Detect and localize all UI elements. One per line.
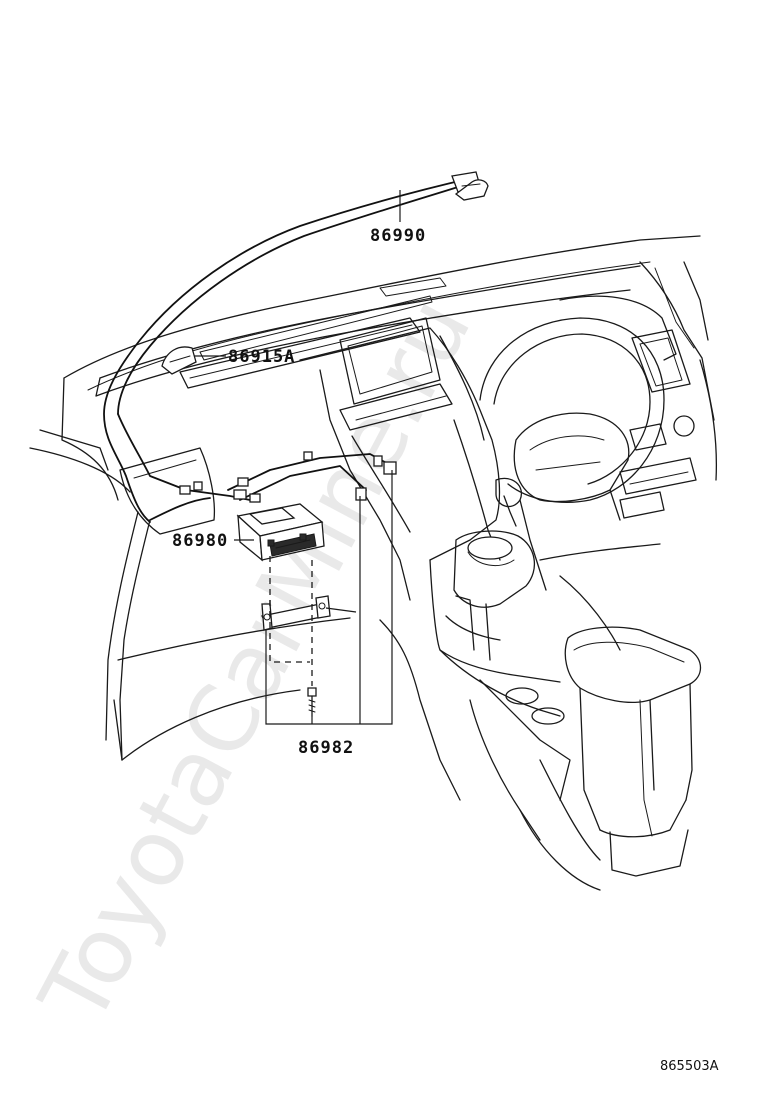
steering-wheel: [479, 317, 665, 591]
cup-holder-1: [505, 687, 539, 705]
module-86980: [236, 503, 325, 562]
callout-86915A: 86915A: [228, 347, 295, 367]
install-guides: [269, 556, 313, 686]
left-door-line: [61, 377, 119, 501]
callout-86990: 86990: [370, 226, 426, 246]
illustration-code: 865503A: [660, 1059, 719, 1074]
floor-console: [429, 559, 601, 891]
glovebox: [119, 447, 216, 535]
a-pillar-right: [639, 261, 715, 421]
callout-86982: 86982: [298, 738, 354, 758]
cup-holder-2: [531, 707, 565, 725]
bolt: [307, 687, 317, 717]
dash-antenna: [161, 346, 197, 375]
meter-hood: [559, 295, 677, 361]
watermark: ToyotaCarMine.ru: [19, 280, 491, 1041]
shift-knob: [467, 536, 513, 560]
windshield-edge: [63, 235, 701, 379]
armrest: [564, 626, 702, 877]
leader-lines: [194, 190, 401, 725]
bracket: [261, 595, 331, 631]
right-vent: [631, 329, 691, 393]
center-display: [339, 317, 441, 405]
defroster-vent: [179, 317, 421, 389]
callout-86980: 86980: [172, 531, 228, 551]
roof-antenna-unit: [451, 171, 489, 201]
antenna-cable: [103, 177, 475, 523]
harness-connectors: [179, 451, 397, 503]
